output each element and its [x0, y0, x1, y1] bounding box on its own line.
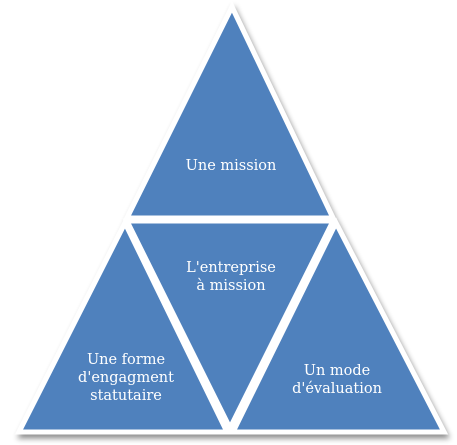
triangle-center — [122, 218, 338, 434]
label-top: Une mission — [185, 158, 277, 174]
triangle-left — [14, 217, 232, 435]
triangle-right — [228, 217, 449, 435]
label-right: Un mode d'évaluation — [292, 363, 382, 397]
triangle-top — [122, 1, 337, 221]
label-center: L'entreprise à mission — [186, 260, 276, 294]
label-left: Une forme d'engagment statutaire — [78, 352, 174, 404]
